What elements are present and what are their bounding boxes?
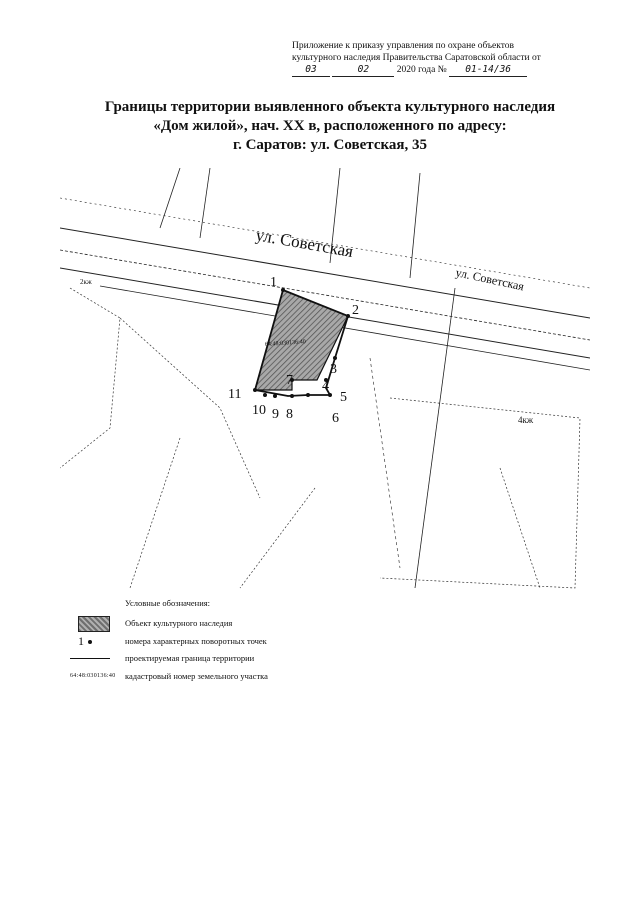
building-label-right: 4кж bbox=[518, 415, 534, 425]
street-lines bbox=[60, 168, 590, 589]
appendix-number: 01-14/36 bbox=[449, 64, 528, 77]
point-label-7: 7 bbox=[286, 373, 293, 388]
point-label-3: 3 bbox=[330, 362, 337, 377]
point-dot-icon bbox=[88, 640, 92, 645]
point-label-4: 4 bbox=[322, 379, 329, 394]
appendix-line-2: культурного наследия Правительства Сарат… bbox=[292, 53, 541, 63]
point-label-2: 2 bbox=[352, 303, 359, 318]
cadastral-map: ул. Советская ул. Советская 64:48:030136… bbox=[60, 168, 590, 589]
point-label-10: 10 bbox=[252, 403, 266, 418]
legend-boundary-line-icon bbox=[70, 658, 110, 659]
point-label-9: 9 bbox=[272, 407, 279, 422]
appendix-month: 02 bbox=[332, 64, 395, 77]
title-line-1: Границы территории выявленного объекта к… bbox=[104, 99, 556, 115]
document-title: Границы территории выявленного объекта к… bbox=[40, 98, 620, 155]
parcel-boundaries bbox=[60, 287, 581, 589]
appendix-year: 2020 года № bbox=[396, 65, 447, 75]
parcel-label: 64:48:030136:40 bbox=[265, 339, 306, 348]
point-label-8: 8 bbox=[286, 407, 293, 422]
appendix-header: Приложение к приказу управления по охран… bbox=[292, 40, 592, 77]
point-label-1: 1 bbox=[270, 275, 277, 290]
legend-points-text: номера характерных поворотных точек bbox=[125, 636, 267, 646]
point-labels: 1 2 3 4 5 6 7 8 9 10 11 bbox=[228, 275, 359, 426]
street-label: ул. Советская bbox=[254, 225, 355, 261]
legend-object-text: Объект культурного наследия bbox=[125, 618, 233, 628]
appendix-day: 03 bbox=[292, 64, 330, 77]
title-line-3: г. Саратов: ул. Советская, 35 bbox=[232, 137, 428, 153]
legend-object-swatch bbox=[78, 616, 110, 632]
appendix-line-1: Приложение к приказу управления по охран… bbox=[292, 41, 515, 51]
street-label-right: ул. Советская bbox=[454, 265, 525, 293]
title-line-2: «Дом жилой», нач. XX в, расположенного п… bbox=[153, 118, 507, 134]
point-label-11: 11 bbox=[228, 387, 241, 402]
legend-heading: Условные обозначения: bbox=[125, 598, 211, 608]
legend-cadastral-text: кадастровый номер земельного участка bbox=[125, 671, 268, 681]
legend-cadastral-sample: 64:48:030136:40 bbox=[70, 673, 116, 679]
appendix-line-3: 03 02 2020 года № 01-14/36 bbox=[292, 64, 592, 77]
point-label-5: 5 bbox=[340, 390, 347, 405]
legend-point-sample: 1 bbox=[78, 634, 92, 649]
legend-boundary-text: проектируемая граница территории bbox=[125, 653, 255, 663]
point-label-6: 6 bbox=[332, 411, 339, 426]
boundary-points bbox=[253, 288, 350, 398]
building-label-left: 2кж bbox=[80, 278, 92, 286]
